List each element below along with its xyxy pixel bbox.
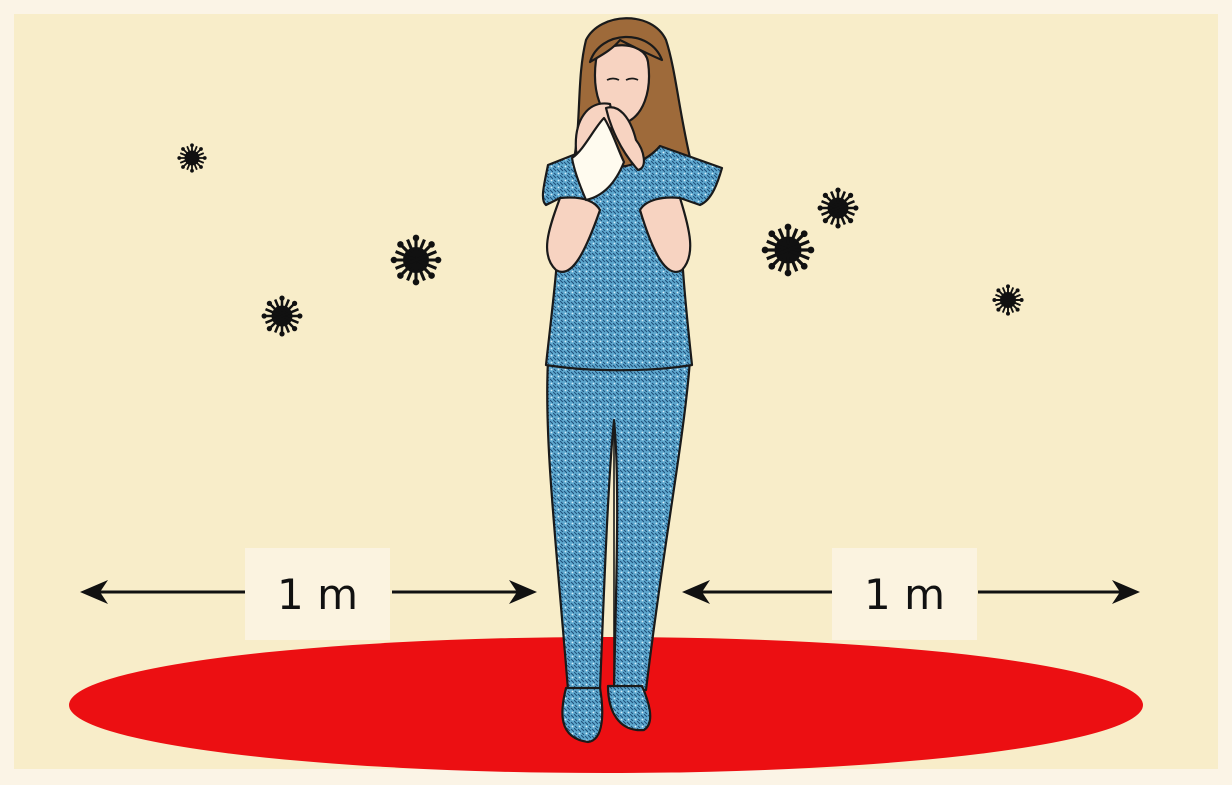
virus-particle-icon xyxy=(391,235,442,286)
virus-particle-icon xyxy=(177,143,206,172)
virus-particle-icon xyxy=(762,224,815,277)
distance-label-left: 1 m xyxy=(245,548,390,640)
virus-particle-icon xyxy=(992,284,1023,315)
virus-particle-icon xyxy=(818,188,859,229)
virus-particle-icon xyxy=(262,296,303,337)
floor-circle xyxy=(69,637,1143,773)
distance-label-right: 1 m xyxy=(832,548,977,640)
